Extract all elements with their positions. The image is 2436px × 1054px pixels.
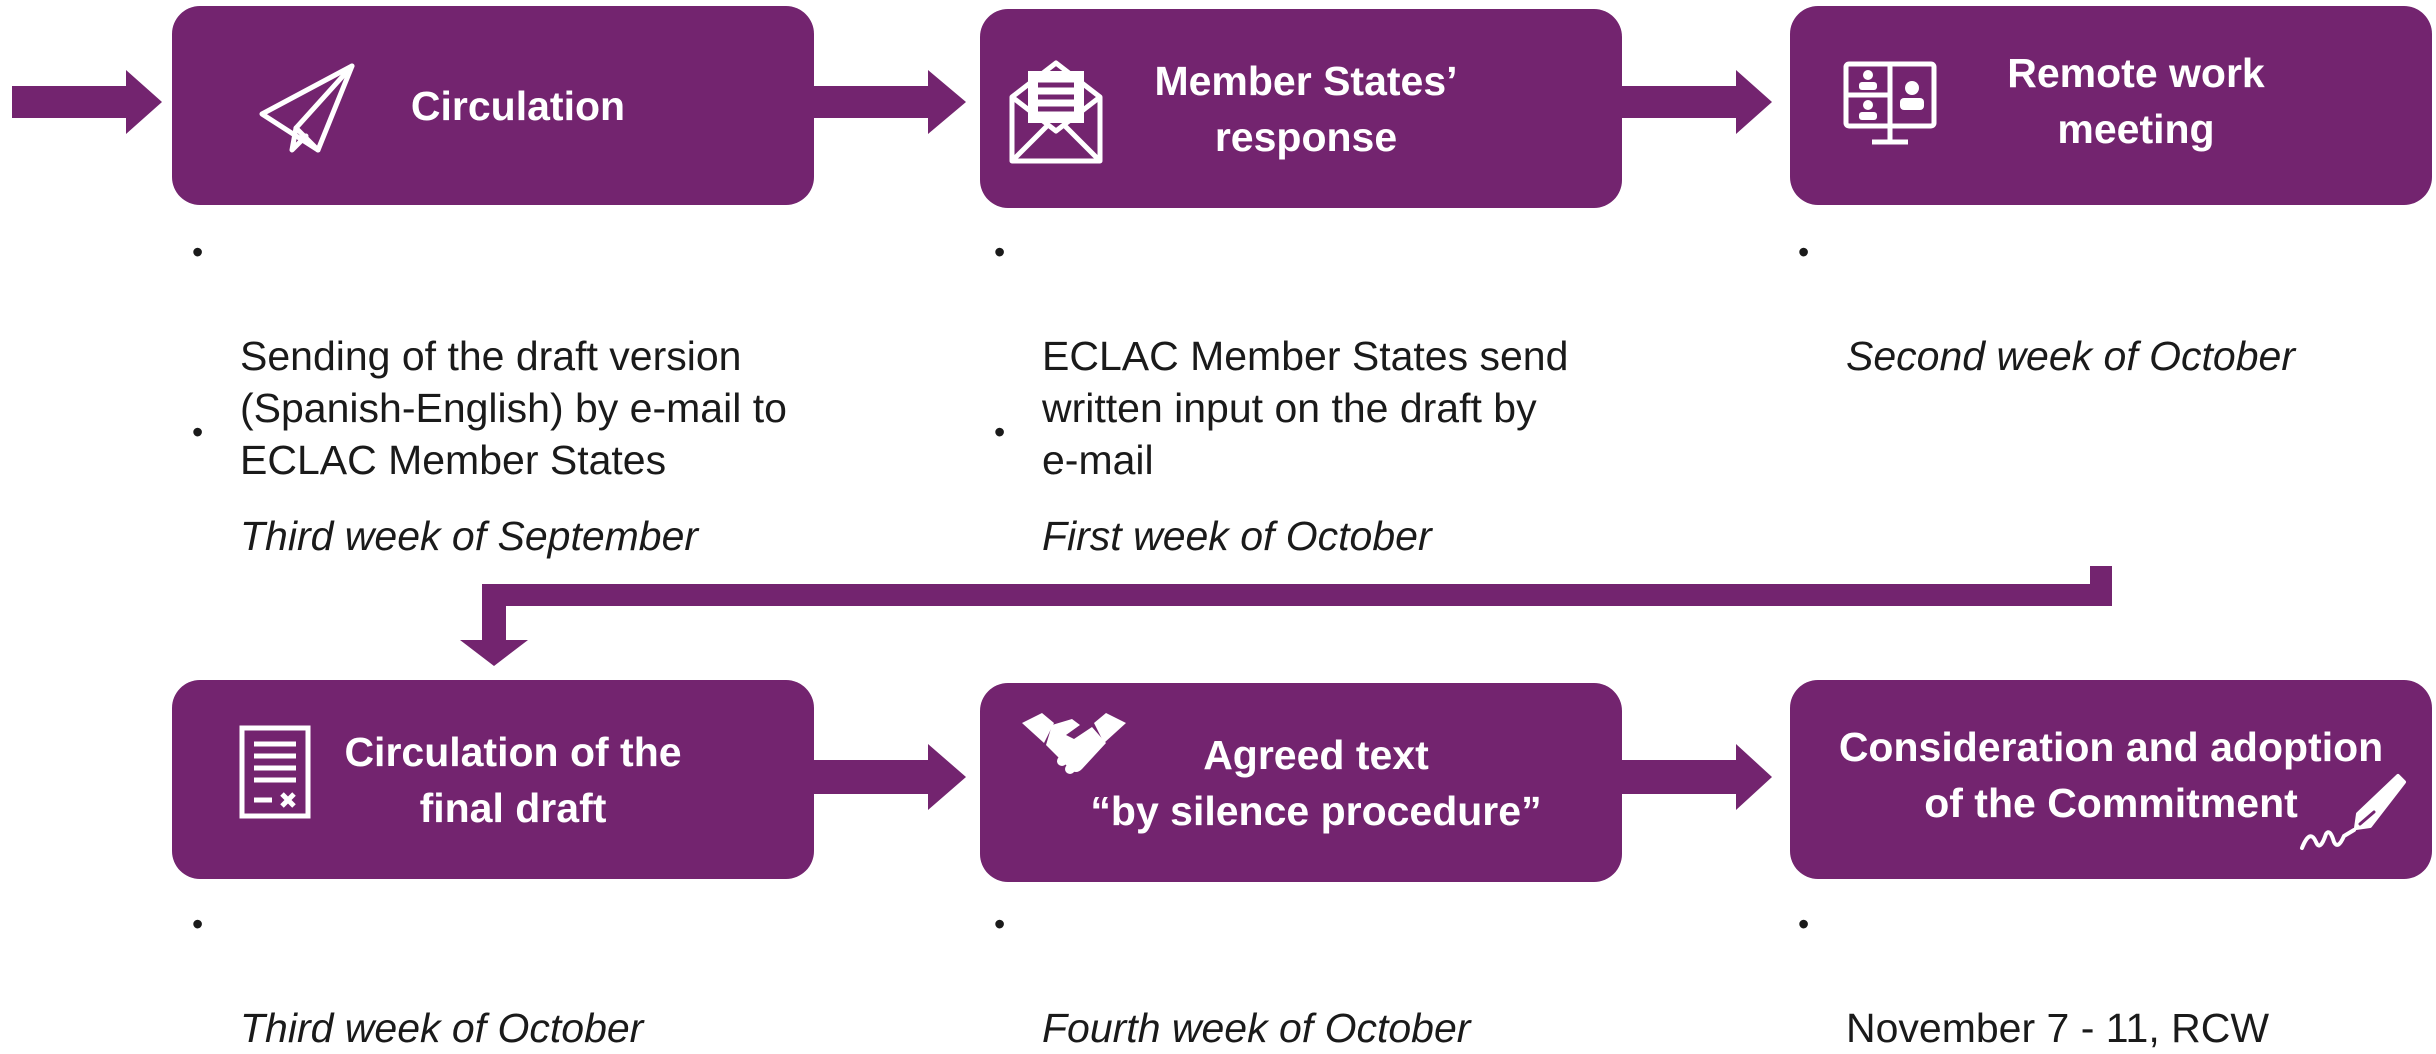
handshake-icon <box>1022 713 1126 779</box>
step-remote-work-meeting: Remote work meeting <box>1790 6 2432 205</box>
flow-arrows <box>12 70 2112 810</box>
paper-plane-icon <box>258 62 358 156</box>
bullet: • <box>1798 906 1810 942</box>
bullet: • <box>192 906 204 942</box>
arrow-4-5 <box>814 744 966 810</box>
step-title: Circulation of the final draft <box>344 728 682 831</box>
note-item: • Third week of October <box>178 898 818 1054</box>
note-item: • ECLAC Member States send written input… <box>980 226 1620 486</box>
bullet: • <box>994 234 1006 270</box>
step-circulation: Circulation <box>172 6 814 205</box>
note-item: • Fourth week of October <box>980 898 1620 1054</box>
arrow-2-3 <box>1622 70 1772 134</box>
video-conference-icon <box>1842 60 1938 146</box>
bullet: • <box>994 906 1006 942</box>
step-circulation-final-draft: Circulation of the final draft <box>172 680 814 879</box>
entry-arrow <box>12 70 162 134</box>
return-connector <box>460 566 2112 666</box>
note-item: • First week of October <box>980 406 1620 562</box>
step-consideration-adoption: Consideration and adoption of the Commit… <box>1790 680 2432 879</box>
document-icon <box>238 724 312 820</box>
step-title: Circulation <box>410 82 626 129</box>
step-title: Remote work meeting <box>2007 49 2265 152</box>
bullet: • <box>192 234 204 270</box>
step-title: Member States’ response <box>1154 57 1458 160</box>
step-title: Consideration and adoption of the Commit… <box>1838 723 2384 826</box>
step-agreed-text: Agreed text “by silence procedure” <box>980 683 1622 882</box>
note-item: • Second week of October <box>1784 226 2424 382</box>
note-item: • Sending of the draft version (Spanish-… <box>178 226 818 486</box>
note-item: • November 7 - 11, RCW <box>1784 898 2424 1054</box>
step-title: Agreed text “by silence procedure” <box>1090 731 1542 834</box>
bullet: • <box>192 414 204 450</box>
open-envelope-icon <box>1008 55 1104 165</box>
fountain-pen-signature-icon <box>2298 772 2408 856</box>
bullet: • <box>994 414 1006 450</box>
note-item: • Third week of September <box>178 406 818 562</box>
step-member-states-response: Member States’ response <box>980 9 1622 208</box>
arrow-1-2 <box>814 70 966 134</box>
process-flow-diagram: Circulation Member States’ response <box>12 6 2432 1051</box>
arrow-5-6 <box>1622 744 1772 810</box>
bullet: • <box>1798 234 1810 270</box>
